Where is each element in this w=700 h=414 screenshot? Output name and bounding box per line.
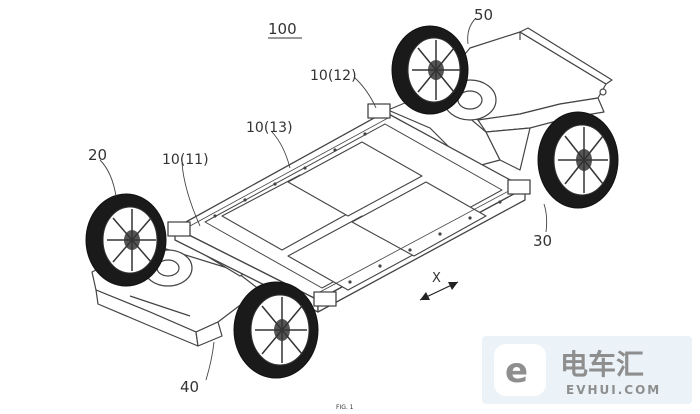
label-assembly: 100 [268, 20, 297, 38]
label-battery-frame-mid: 10(13) [246, 120, 293, 136]
label-rear-axle-module: 50 [474, 6, 493, 24]
wheel-front-left [85, 193, 167, 287]
label-front-axle-module: 40 [180, 378, 199, 396]
watermark: e 电车汇 EVHUI.COM [482, 336, 692, 404]
wheel-rear-right [537, 111, 619, 209]
label-battery-frame-front: 10(11) [162, 152, 209, 168]
label-battery-frame-rear: 10(12) [310, 68, 357, 84]
figure-caption: FIG. 1 [336, 404, 354, 411]
wheel-front-right [233, 281, 319, 379]
watermark-domain: EVHUI.COM [566, 383, 661, 397]
wheel-rear-left [391, 25, 469, 115]
leader-lines [99, 17, 548, 381]
label-front-left-wheel: 20 [88, 146, 107, 164]
watermark-logo-icon [494, 344, 546, 396]
label-direction: X [432, 271, 441, 286]
watermark-brand: 电车汇 [560, 348, 644, 381]
direction-arrow [419, 281, 459, 301]
svg-text:e: e [505, 351, 528, 391]
label-rear-right-wheel: 30 [533, 232, 552, 250]
